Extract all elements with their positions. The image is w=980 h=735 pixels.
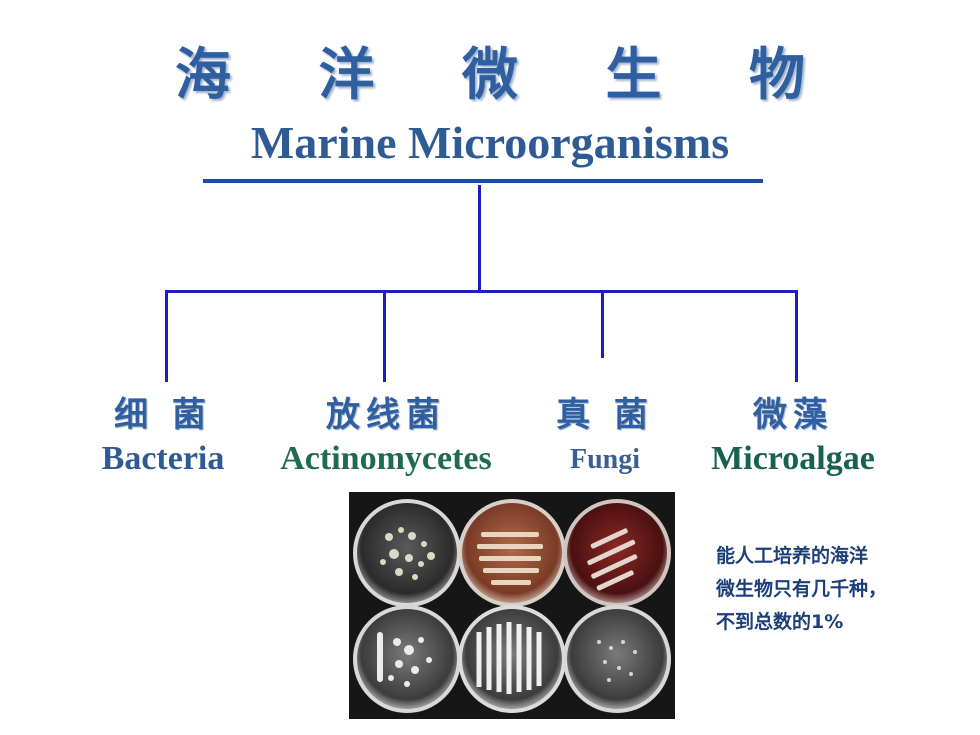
trunk-line xyxy=(478,185,481,291)
bacterial-colonies xyxy=(477,532,543,585)
note-line: 微生物只有几千种， xyxy=(716,578,888,600)
category-fungi: 真 菌 Fungi xyxy=(475,387,735,476)
category-bacteria-cn: 细 菌 xyxy=(114,395,212,435)
title-chinese: 海 洋 微 生 物 xyxy=(175,43,839,108)
petri-dish xyxy=(353,605,461,713)
branch-bacteria-line xyxy=(165,290,168,382)
note-line: 不到总数的1% xyxy=(716,611,844,633)
petri-dishes-illustration xyxy=(349,492,675,719)
petri-dishes-photo xyxy=(349,492,675,719)
title-underline xyxy=(203,179,763,183)
bacterial-colonies xyxy=(587,528,638,591)
cultivation-note: 能人工培养的海洋 微生物只有几千种， 不到总数的1% xyxy=(716,540,966,639)
note-line: 能人工培养的海洋 xyxy=(716,545,869,567)
category-bacteria: 细 菌 Bacteria xyxy=(33,387,293,478)
branch-microalgae-line xyxy=(795,290,798,382)
petri-dish xyxy=(563,499,671,607)
petri-dish xyxy=(458,499,566,607)
category-microalgae: 微藻 Microalgae xyxy=(663,387,923,478)
category-fungi-en: Fungi xyxy=(569,444,641,475)
branch-fungi-line xyxy=(601,290,604,358)
category-microalgae-en: Microalgae xyxy=(711,440,875,477)
category-bacteria-en: Bacteria xyxy=(101,440,225,477)
category-actinomycetes-en: Actinomycetes xyxy=(280,440,492,477)
title-english: Marine Microorganisms xyxy=(250,117,730,168)
bacterial-colonies xyxy=(476,622,542,694)
bacterial-colonies xyxy=(597,640,637,682)
bacterial-colonies xyxy=(380,527,435,580)
category-actinomycetes: 放线菌 Actinomycetes xyxy=(256,387,516,478)
petri-dish xyxy=(458,605,566,713)
branch-horizontal-line xyxy=(165,290,798,293)
bacterial-colonies xyxy=(377,632,432,687)
branch-actinomycetes-line xyxy=(383,290,386,382)
category-fungi-cn: 真 菌 xyxy=(556,395,654,435)
category-microalgae-cn: 微藻 xyxy=(753,395,833,435)
petri-dish xyxy=(563,605,671,713)
petri-dish xyxy=(353,499,461,607)
category-actinomycetes-cn: 放线菌 xyxy=(326,395,446,435)
